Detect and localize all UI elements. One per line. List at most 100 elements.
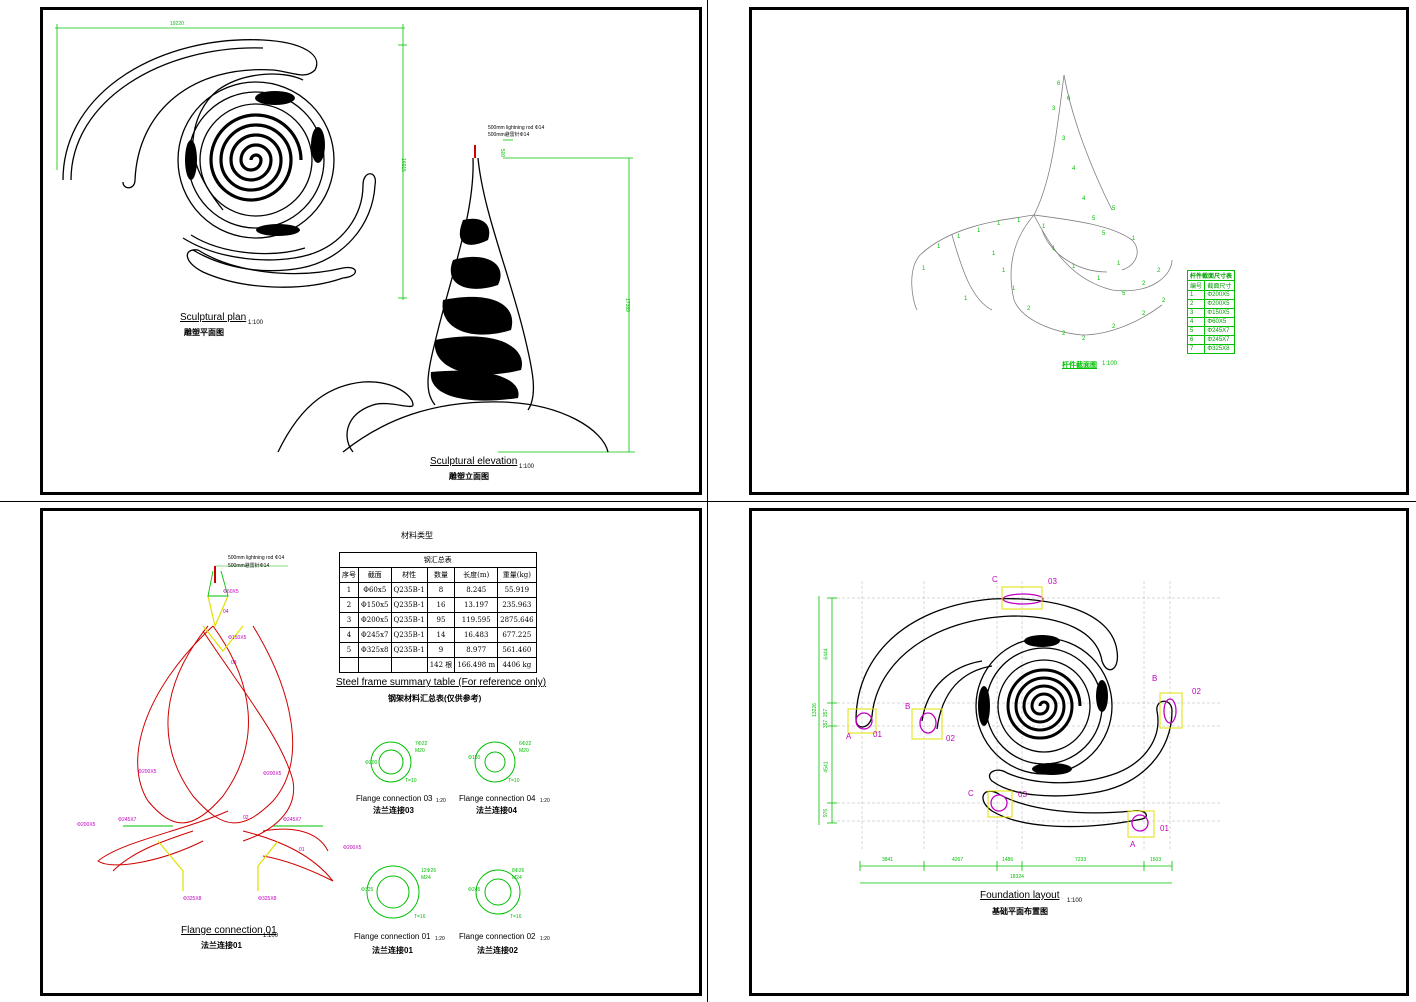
svg-text:2: 2 [1082, 336, 1086, 342]
flange-04-m: M20 [519, 748, 529, 754]
member-no: 2 [1186, 299, 1206, 309]
anchor-tag: A [846, 732, 852, 741]
svg-text:5: 5 [1122, 291, 1126, 297]
svg-text:2: 2 [1062, 331, 1066, 337]
svg-text:2: 2 [1157, 268, 1161, 274]
flange-label: Φ325X8 [258, 896, 277, 902]
svg-text:1: 1 [1042, 224, 1046, 230]
svg-text:2: 2 [1162, 298, 1166, 304]
member-no: 6 [1186, 335, 1206, 345]
material-heading: 材料类型 [401, 531, 433, 540]
member-section-scale: 1:100 [1102, 361, 1118, 367]
member-no: 4 [1186, 317, 1206, 327]
svg-text:2: 2 [1142, 281, 1146, 287]
flange-01-d: Φ325 [361, 887, 374, 893]
flange-rod-note-en: 500mm lightning rod Φ14 [228, 555, 285, 561]
green-links [123, 570, 323, 827]
flange-02-inner [484, 878, 512, 906]
svg-text:1: 1 [1097, 276, 1101, 282]
left-total-dim: 13226 [811, 703, 818, 717]
flange-03-scale: 1:20 [436, 798, 446, 804]
flange-01-bolt: 12Φ26 [421, 868, 437, 874]
bottom-dim: 3841 [882, 857, 894, 863]
flange-label: Φ150X5 [228, 635, 247, 641]
foundation-title-en: Foundation layout [980, 890, 1060, 901]
foundation-anchors [855, 593, 1177, 832]
left-dim: 357 [823, 719, 830, 729]
flange-04-title-en: Flange connection 04 [459, 794, 536, 803]
elevation-rod-note-cn: 500mm避雷针Φ14 [488, 132, 530, 138]
member-table-title: 杆件截面尺寸表 [1186, 270, 1236, 281]
member-size: Φ325X8 [1204, 344, 1236, 354]
anchor-tag: 03 [1018, 790, 1027, 799]
flange-label: Φ245X7 [283, 817, 302, 823]
flange-01-inner [376, 875, 410, 909]
flange-structure-drawing [97, 565, 334, 891]
flange-03-title-en: Flange connection 03 [356, 794, 433, 803]
left-dim: 4541 [823, 761, 830, 773]
flange-03-m: M20 [415, 748, 425, 754]
elevation-scale: 1:100 [519, 464, 535, 470]
red-structure [97, 625, 334, 882]
svg-text:1: 1 [1072, 264, 1076, 270]
svg-text:4: 4 [1072, 166, 1076, 172]
flange-structure-scale: 1:100 [263, 933, 279, 939]
left-dim: 976 [823, 808, 830, 818]
anchor-tag: C [968, 789, 974, 798]
member-wireframe [911, 74, 1173, 336]
plan-title-cn: 雕塑平面图 [184, 328, 224, 337]
svg-text:1: 1 [977, 228, 981, 234]
svg-text:5: 5 [1092, 216, 1096, 222]
flange-03-t: T=10 [405, 778, 417, 784]
flange-label: Φ200X5 [138, 769, 157, 775]
member-size: Φ200X5 [1204, 290, 1236, 300]
elevation-twists [430, 218, 522, 401]
summary-title-cn: 钢架材料汇总表(仅供参考) [388, 694, 482, 703]
anchor-tag: A [1130, 840, 1136, 849]
svg-text:1: 1 [1132, 236, 1136, 242]
sheet-flange-materials: 500mm lightning rod Φ14 500mm避雷针Φ14 Φ60X… [40, 508, 702, 996]
cell [390, 657, 428, 673]
flange-01-title-cn: 法兰连接01 [372, 946, 413, 955]
flange-label: 01 [299, 847, 305, 853]
foundation-blocks [847, 586, 1183, 838]
member-size: Φ245X7 [1204, 335, 1236, 345]
yellow-joints [157, 595, 279, 891]
member-no: 1 [1186, 290, 1206, 300]
anchor-tag: C [992, 575, 998, 584]
flange-structure-title-cn: 法兰连接01 [201, 941, 242, 950]
svg-text:3: 3 [1062, 136, 1066, 142]
flange-02-m: M24 [512, 875, 522, 881]
plan-height-dim: 16915 [399, 158, 406, 172]
flange-02-d: Φ245 [468, 887, 481, 893]
svg-text:1: 1 [1052, 246, 1056, 252]
flange-label: Φ200X5 [343, 845, 362, 851]
cell: 5 [339, 642, 359, 658]
svg-text:1: 1 [957, 234, 961, 240]
flange-04-d: Φ150 [468, 755, 481, 761]
flange-03-d: Φ200 [365, 760, 378, 766]
flange-03-inner [378, 749, 404, 775]
plan-title-en: Sculptural plan [180, 312, 247, 323]
plan-width-dim: 19220 [170, 21, 184, 27]
elevation-outline [277, 157, 609, 453]
flange-01-title-en: Flange connection 01 [354, 932, 431, 941]
flange-label: 04 [223, 609, 229, 615]
flange-label: Φ60X5 [223, 589, 239, 595]
foundation-dimensions [818, 596, 1173, 884]
elevation-rod-note-en: 500mm lightning rod Φ14 [488, 125, 545, 131]
anchor-tag: 02 [946, 734, 955, 743]
flange-02-t: T=16 [510, 914, 522, 920]
flange-04-ring [474, 741, 516, 783]
flange-01-ring [366, 865, 420, 919]
anchor-tag: B [905, 702, 911, 711]
svg-text:1: 1 [992, 251, 996, 257]
